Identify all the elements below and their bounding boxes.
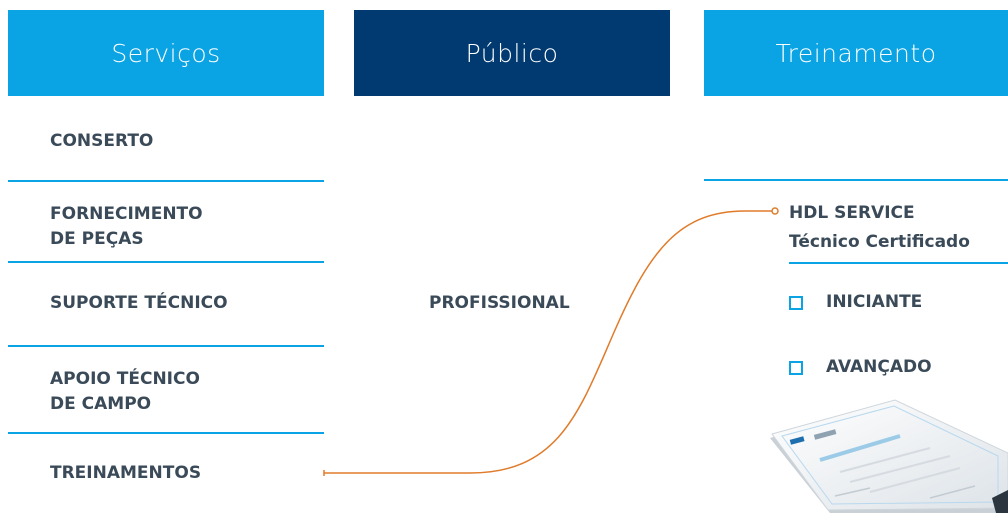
certificate-image: [770, 399, 1008, 513]
service-item-line: DE PEÇAS: [50, 229, 144, 249]
level-item-iniciante[interactable]: INICIANTE: [789, 290, 922, 315]
service-item-fornecimento: FORNECIMENTO DE PEÇAS: [50, 202, 203, 252]
service-divider: [8, 180, 324, 182]
service-item-suporte: SUPORTE TÉCNICO: [50, 291, 228, 316]
program-title: HDL SERVICE: [789, 203, 915, 223]
header-treinamento: Treinamento: [704, 10, 1008, 96]
program-divider: [789, 262, 1008, 264]
service-item-line: DE CAMPO: [50, 394, 152, 414]
publico-label: PROFISSIONAL: [429, 293, 570, 313]
service-item-line: TREINAMENTOS: [50, 463, 202, 483]
service-item-line: FORNECIMENTO: [50, 204, 203, 224]
connector-path: [324, 210, 772, 474]
service-divider: [8, 261, 324, 263]
service-divider: [8, 345, 324, 347]
connector-end-dot: [771, 207, 779, 215]
service-item-conserto: CONSERTO: [50, 129, 153, 154]
level-item-avancado[interactable]: AVANÇADO: [789, 355, 932, 380]
service-item-apoio: APOIO TÉCNICO DE CAMPO: [50, 367, 200, 417]
checkbox-icon[interactable]: [789, 295, 803, 310]
service-item-line: SUPORTE TÉCNICO: [50, 293, 228, 313]
header-publico: Público: [354, 10, 670, 96]
service-item-line: APOIO TÉCNICO: [50, 369, 200, 389]
header-servicos: Serviços: [8, 10, 324, 96]
service-divider: [8, 432, 324, 434]
level-label: INICIANTE: [826, 292, 923, 312]
level-label: AVANÇADO: [826, 357, 932, 377]
service-item-treinamentos: TREINAMENTOS: [50, 461, 201, 486]
program-subtitle: Técnico Certificado: [789, 232, 970, 252]
service-item-line: CONSERTO: [50, 131, 154, 151]
treinamento-divider: [704, 179, 1008, 181]
checkbox-icon[interactable]: [789, 360, 803, 375]
